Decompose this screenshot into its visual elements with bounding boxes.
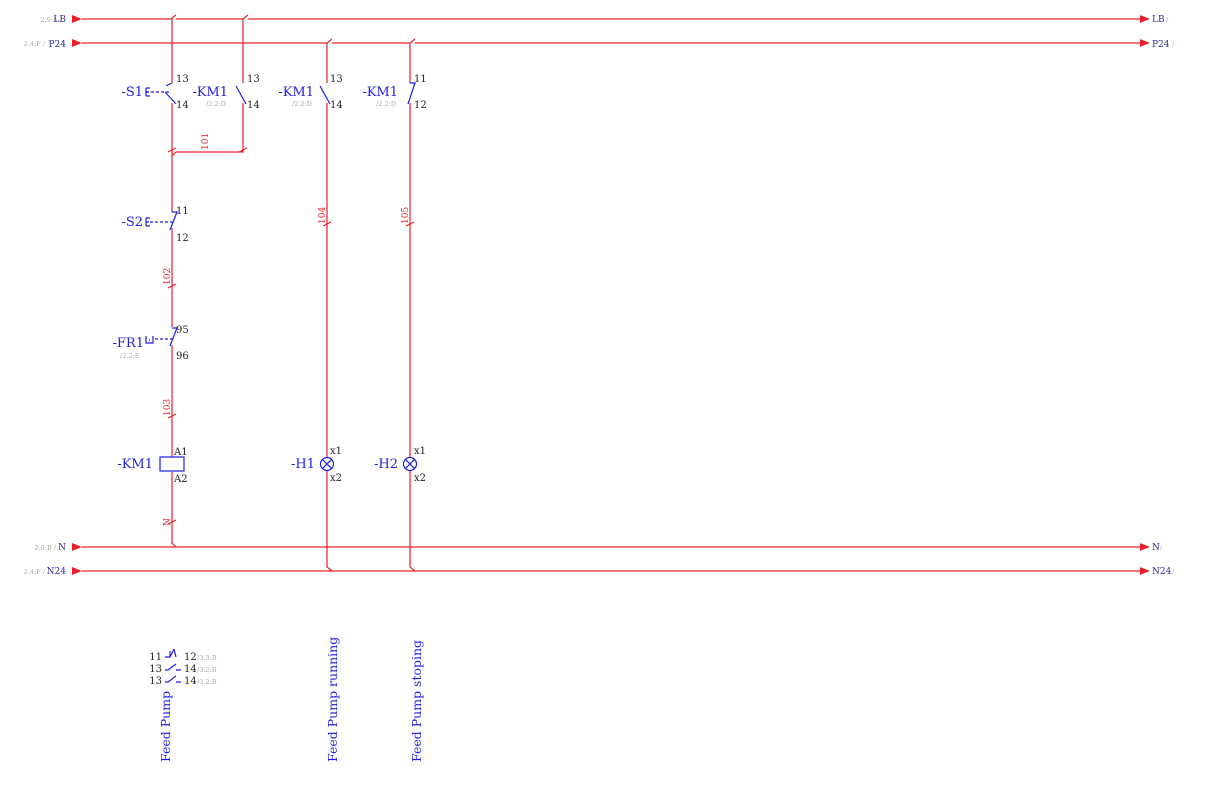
wire-number-102: 102 (163, 268, 173, 285)
contact-row-no-1: 13 14 /3.2:B (149, 663, 217, 675)
km1-hold-tag: -KM1 (192, 85, 228, 100)
rail-p24-left-name: P24 (48, 40, 66, 50)
rail-n-left-ref: 2.9:B / (34, 544, 56, 552)
rail-n-left-arrow (72, 543, 82, 551)
contact-row-1-ref: /3.3:B (197, 654, 217, 662)
h1-pin-top: x1 (330, 446, 342, 457)
km1-run-tag: -KM1 (278, 85, 314, 100)
h1-running-lamp: -H1 x1 x2 (291, 446, 342, 484)
rail-p24-right-arrow (1140, 39, 1150, 47)
rail-p24-left-arrow (72, 39, 82, 47)
contact-row-3-left: 13 (149, 676, 162, 687)
s2-tag: -S2 (121, 215, 143, 230)
km1-stop-pin-bottom: 12 (414, 100, 427, 111)
km1-coil-pin-top: A1 (173, 447, 188, 458)
contact-row-1-right: 12 (184, 652, 197, 663)
h2-tag: -H2 (374, 457, 398, 472)
wire-number-105: 105 (401, 207, 411, 224)
function-text-feed-pump-stoping: Feed Pump stoping (409, 640, 424, 762)
wire-number-104: 104 (318, 207, 328, 224)
rail-n24-right-suffix: / (1172, 568, 1175, 576)
column-feed-pump: -S1 13 14 -KM1 /2.2:D 13 14 101 -S2 11 1… (113, 19, 260, 548)
no-contact-icon (165, 663, 181, 671)
rail-lb-left-ref: 2.9:A / (41, 16, 63, 24)
contact-row-nc: 11 12 /3.3:B (149, 648, 217, 663)
km1-run-contact: -KM1 /2.2:D 13 14 (278, 74, 342, 111)
rail-n-right-suffix: / (1160, 544, 1163, 552)
rail-n24-right-name: N24 (1152, 567, 1172, 577)
fr1-overload-relay: -FR1 /2.2:E 95 96 (113, 325, 189, 362)
h1-tag: -H1 (291, 457, 315, 472)
wire-number-n: N (163, 518, 173, 526)
rail-n24-left-ref: 2.4:F / (24, 568, 46, 576)
km1-contact-table: 11 12 /3.3:B 13 14 /3.2:B 13 14 /3.2:B (149, 648, 217, 687)
lamp-icon (319, 456, 335, 472)
rail-n24: 2.4:F / N24 N24 / (24, 567, 1175, 577)
s1-tag: -S1 (121, 85, 143, 100)
contact-row-2-left: 13 (149, 664, 162, 675)
rail-n-left-name: N (58, 543, 66, 553)
rail-n24-right-arrow (1140, 567, 1150, 575)
column-feed-pump-running: -KM1 /2.2:D 13 14 104 -H1 x1 x2 (278, 43, 343, 572)
km1-run-pin-top: 13 (330, 74, 343, 85)
h1-pin-bottom: x2 (330, 473, 342, 484)
rail-lb-right-suffix: / (1166, 16, 1169, 24)
contact-row-no-2: 13 14 /3.2:B (149, 675, 217, 687)
rail-n: 2.9:B / N N / (34, 543, 1163, 553)
lamp-icon (402, 456, 418, 472)
rail-p24-right-name: P24 (1152, 40, 1170, 50)
km1-coil-tag: -KM1 (117, 457, 153, 472)
km1-stop-tag: -KM1 (362, 85, 398, 100)
km1-holding-contact: -KM1 /2.2:D 13 14 (192, 74, 259, 111)
km1-stop-ref: /2.2:D (376, 100, 396, 108)
contact-row-1-left: 11 (149, 652, 162, 663)
km1-run-pin-bottom: 14 (330, 100, 343, 111)
rail-lb: 2.9:A / LB LB / (41, 14, 1169, 25)
km1-hold-pin-top: 13 (247, 74, 260, 85)
contact-row-2-ref: /3.2:B (197, 666, 217, 674)
rail-lb-left-arrow (72, 15, 82, 23)
s1-start-button: -S1 13 14 (121, 74, 188, 111)
fr1-tag: -FR1 (113, 336, 144, 351)
s2-stop-button: -S2 11 12 (121, 206, 188, 244)
function-text-feed-pump: Feed Pump (158, 691, 173, 762)
rail-n-right-name: N (1152, 543, 1160, 553)
s2-pin-top: 11 (176, 206, 189, 217)
contact-row-3-ref: /3.2:B (197, 678, 217, 686)
km1-run-ref: /2.2:D (292, 100, 312, 108)
column-feed-pump-stoping: -KM1 /2.2:D 11 12 105 -H2 x1 x2 (362, 43, 427, 572)
km1-hold-pin-bottom: 14 (247, 100, 260, 111)
contact-row-3-right: 14 (184, 676, 197, 687)
rail-p24-left-ref: 2.4:F / (24, 40, 46, 48)
s1-pin-bottom: 14 (176, 100, 189, 111)
rail-lb-right-name: LB (1152, 15, 1165, 25)
fr1-pin-bottom: 96 (176, 351, 189, 362)
rail-p24-right-suffix: / (1172, 41, 1175, 49)
km1-hold-ref: /2.2:D (206, 100, 226, 108)
wire-number-101: 101 (201, 133, 211, 150)
no-contact-icon (165, 675, 181, 683)
s1-pin-top: 13 (176, 74, 189, 85)
km1-coil-pin-bottom: A2 (173, 474, 188, 485)
rail-n24-left-arrow (72, 567, 82, 575)
s2-pin-bottom: 12 (176, 233, 189, 244)
nc-contact-icon (165, 648, 177, 658)
km1-coil: -KM1 A1 A2 (117, 447, 187, 485)
function-text-feed-pump-running: Feed Pump running (325, 637, 340, 762)
h2-pin-top: x1 (414, 446, 426, 457)
contact-row-2-right: 14 (184, 664, 197, 675)
h2-pin-bottom: x2 (414, 473, 426, 484)
rail-n-right-arrow (1140, 543, 1150, 551)
rail-n24-left-name: N24 (47, 567, 67, 577)
km1-stop-pin-top: 11 (414, 74, 427, 85)
h2-stop-lamp: -H2 x1 x2 (374, 446, 426, 484)
km1-stop-contact: -KM1 /2.2:D 11 12 (362, 74, 426, 111)
fr1-ref: /2.2:E (120, 352, 140, 360)
fr1-pin-top: 95 (176, 325, 189, 336)
wire-number-103: 103 (163, 399, 173, 416)
rail-lb-left-name: LB (53, 15, 66, 25)
rail-lb-right-arrow (1140, 15, 1150, 23)
rail-p24: 2.4:F / P24 P24 / (24, 38, 1175, 50)
